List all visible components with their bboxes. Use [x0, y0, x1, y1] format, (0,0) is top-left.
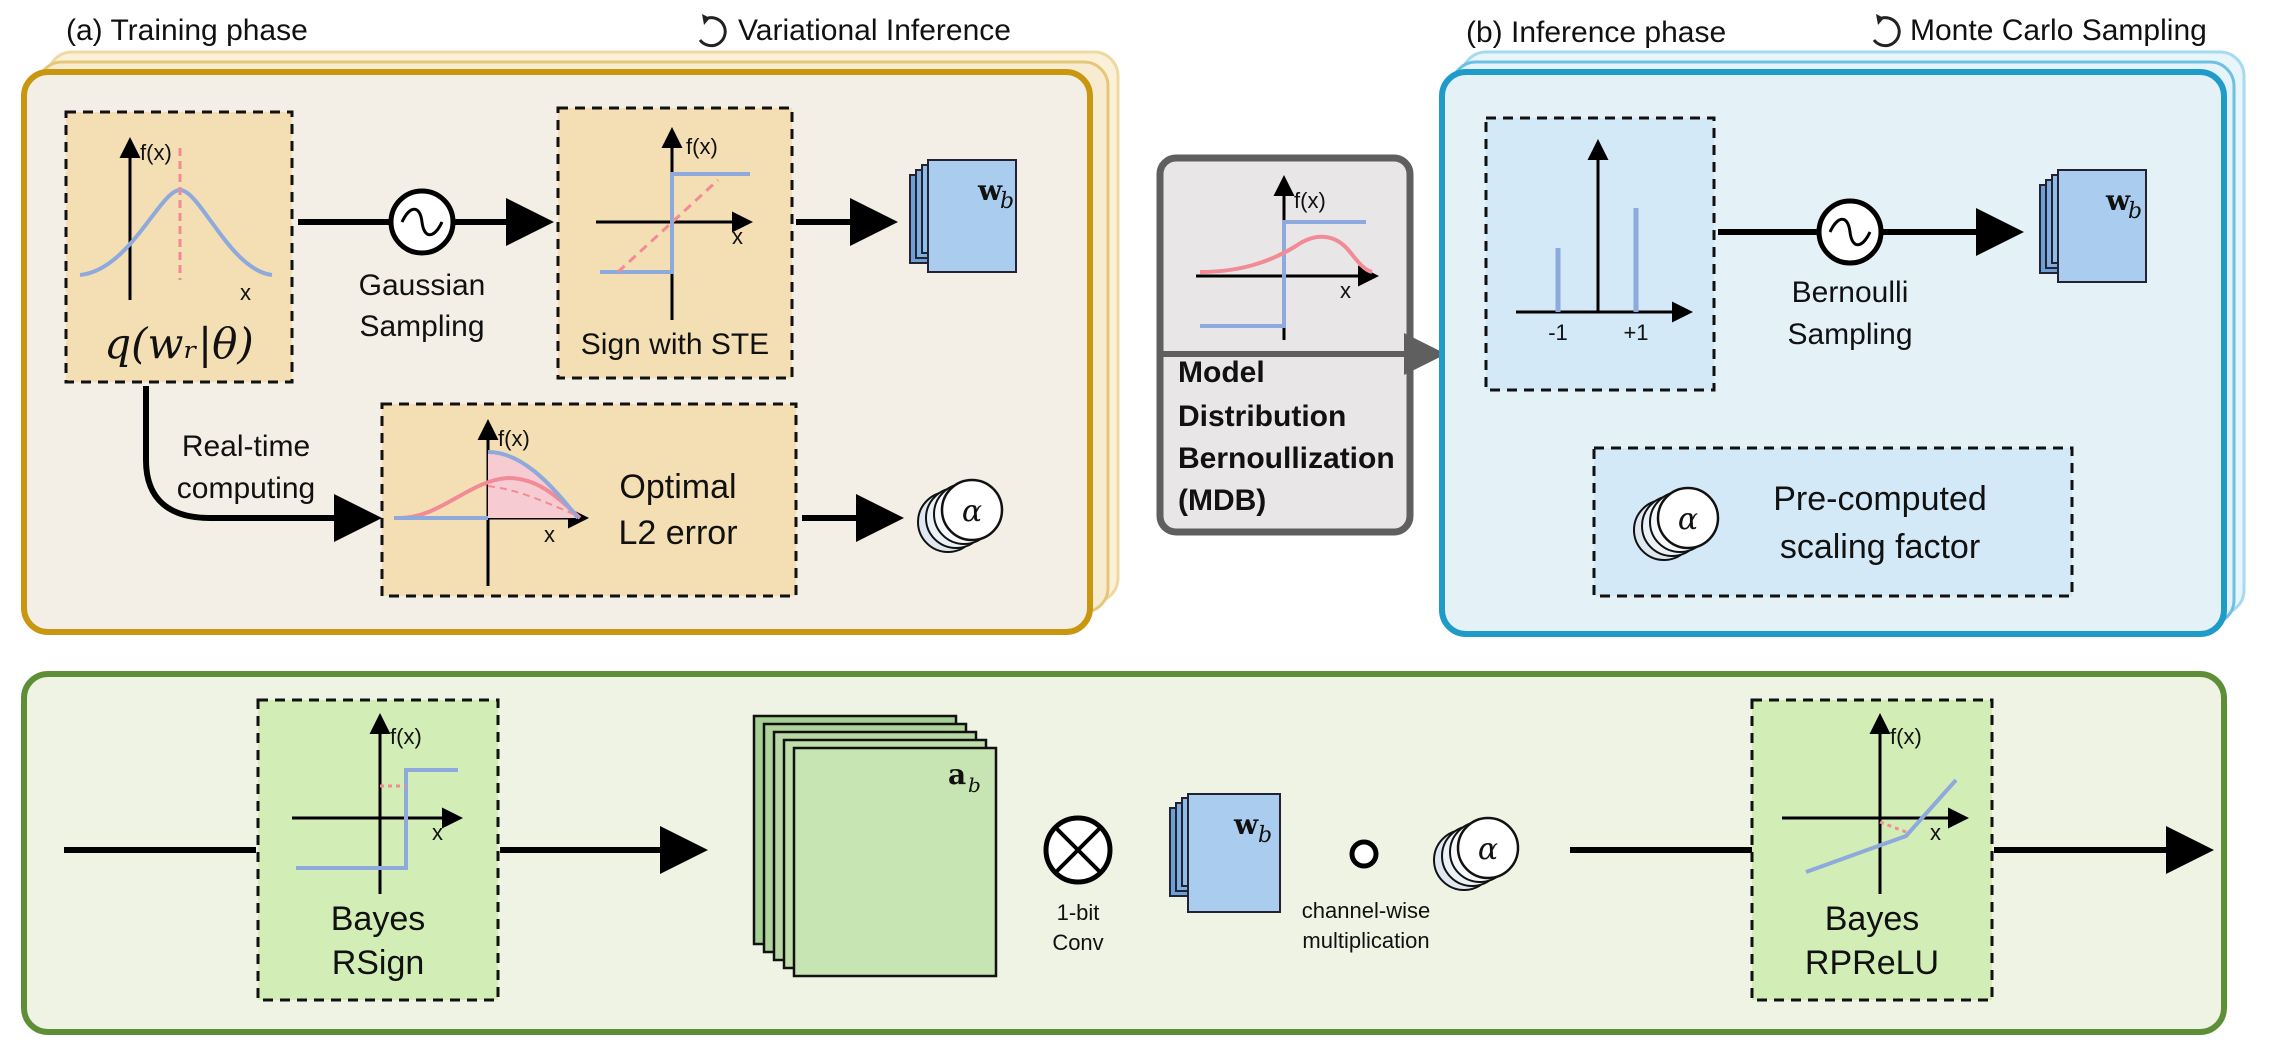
fx-label: f(x) [140, 140, 172, 165]
wb-subscript: b [1000, 189, 1014, 214]
gaussian-label-2: Sampling [359, 310, 484, 343]
sign-ste-box [556, 106, 794, 380]
precomputed-label-1: Pre-computed [1773, 480, 1987, 518]
alpha-stack-inference [1633, 486, 1720, 561]
sign-plot [596, 127, 753, 320]
wb-stack-inference [2039, 169, 2147, 283]
arrow-realtime [143, 386, 382, 542]
x-label: x [732, 224, 743, 249]
fx-label: f(x) [1890, 724, 1922, 749]
bayes-rsign-box [256, 698, 500, 1002]
network-panel [21, 671, 2227, 1035]
gaussian-label-1: Gaussian [359, 269, 486, 302]
bernoulli-label-2: Sampling [1787, 318, 1912, 351]
fx-label: f(x) [390, 724, 422, 749]
ab-symbol: a [948, 758, 966, 791]
x-label: x [240, 280, 251, 305]
monte-carlo-label: Monte Carlo Sampling [1910, 14, 2207, 47]
alpha-stack-network [1433, 816, 1520, 891]
x-label: x [544, 522, 555, 547]
mdb-line-2: Distribution [1178, 400, 1346, 433]
mdb-plot [1196, 175, 1379, 340]
conv-label-2: Conv [1052, 930, 1103, 955]
rsign-label-1: Bayes [331, 900, 426, 938]
wb-subscript: b [1258, 823, 1272, 848]
mdb-line-4: (MDB) [1178, 484, 1266, 517]
realtime-label-1: Real-time [182, 430, 310, 463]
rsign-label-2: RSign [332, 944, 425, 982]
conv-label-1: 1-bit [1057, 900, 1100, 925]
tick-neg: -1 [1548, 320, 1568, 345]
wb-subscript: b [2128, 199, 2142, 224]
inference-title: (b) Inference phase [1466, 16, 1726, 49]
optimal-label-2: L2 error [618, 514, 737, 552]
l2-plot [394, 419, 589, 586]
sign-ste-label: Sign with STE [581, 328, 769, 361]
tick-pos: +1 [1623, 320, 1648, 345]
channel-mult-label-1: channel-wise [1302, 898, 1430, 923]
wb-symbol: w [2105, 184, 2131, 217]
gaussian-plot [79, 137, 273, 300]
fx-label: f(x) [1294, 188, 1326, 213]
ab-subscript: b [968, 773, 981, 797]
alpha-symbol: α [962, 494, 982, 529]
fx-label: f(x) [686, 134, 718, 159]
alpha-stack-training [917, 478, 1004, 553]
x-label: x [432, 820, 443, 845]
channel-mult-label-2: multiplication [1302, 928, 1429, 953]
refresh-icon [1872, 14, 1901, 48]
realtime-label-2: computing [177, 472, 315, 505]
fx-label: f(x) [498, 426, 530, 451]
channel-mult-icon [1349, 839, 1379, 869]
training-title: (a) Training phase [66, 14, 308, 47]
activation-stack [752, 714, 998, 978]
rsign-plot [292, 713, 463, 894]
wb-stack-training [909, 159, 1017, 273]
rprelu-label-2: RPReLU [1805, 944, 1939, 982]
wb-symbol: w [977, 174, 1003, 207]
x-label: x [1930, 820, 1941, 845]
q-distribution-box [64, 110, 294, 384]
sampler-icon [1816, 198, 1884, 266]
refresh-icon [698, 14, 727, 48]
bernoulli-label-1: Bernoulli [1792, 276, 1909, 309]
bernoulli-plot [1516, 139, 1693, 323]
x-label: x [1340, 278, 1351, 303]
mdb-line-3: Bernoullization [1178, 442, 1395, 475]
alpha-symbol: α [1478, 832, 1498, 867]
bernoulli-plot-box [1484, 116, 1716, 392]
optimal-label-1: Optimal [619, 468, 736, 506]
wb-stack-network [1169, 793, 1281, 913]
variational-inference-label: Variational Inference [738, 14, 1011, 47]
rprelu-label-1: Bayes [1825, 900, 1920, 938]
q-formula: q(wᵣ|θ) [104, 319, 254, 368]
conv-operator-icon [1043, 815, 1113, 885]
alpha-symbol: α [1678, 502, 1698, 537]
wb-symbol: w [1233, 808, 1259, 841]
rprelu-plot [1782, 713, 1969, 894]
precomputed-label-2: scaling factor [1780, 528, 1980, 566]
sampler-icon [388, 188, 456, 256]
mdb-line-1: Model [1178, 356, 1265, 389]
